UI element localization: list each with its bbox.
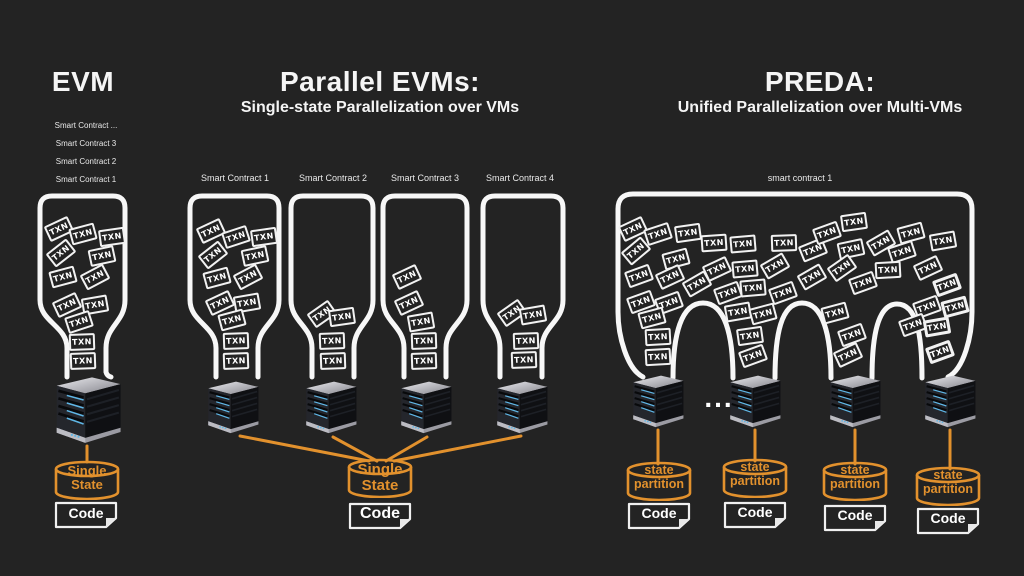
parallel-funnel-4	[480, 193, 566, 380]
connector-lines	[85, 428, 952, 471]
txn-box: TXN	[644, 327, 672, 347]
txn-box: TXN	[673, 222, 703, 244]
preda-arch-2	[772, 300, 834, 381]
code-label: Code	[68, 505, 104, 521]
server-icon	[305, 380, 358, 435]
txn-box: TXN	[770, 234, 798, 252]
state-partition-label: state partition	[923, 468, 973, 496]
txn-box: TXN	[510, 351, 538, 369]
txn-box: TXN	[644, 347, 672, 367]
preda-container	[615, 191, 975, 380]
txn-box: TXN	[700, 233, 728, 253]
txn-box: TXN	[410, 332, 438, 350]
txn-box: TXN	[731, 259, 759, 279]
code-label: Code	[360, 505, 400, 522]
state-partition-label: state partition	[730, 460, 780, 488]
txn-box: TXN	[222, 352, 250, 370]
parallel-subtitle: Single-state Parallelization over VMs	[240, 99, 520, 116]
code-label: Code	[641, 505, 677, 521]
txn-box: TXN	[249, 226, 279, 248]
parallel-funnel-1	[187, 193, 282, 380]
txn-box: TXN	[739, 278, 767, 298]
code-label: Code	[930, 510, 966, 526]
preda-title: PREDA:	[764, 66, 876, 97]
parallel-title: Parallel EVMs:	[280, 66, 480, 97]
state-partition-label: state partition	[830, 463, 880, 491]
server-icon	[632, 374, 685, 429]
txn-box: TXN	[729, 234, 757, 254]
servers	[55, 374, 977, 445]
code-label: Code	[837, 507, 873, 523]
txn-box: TXN	[839, 211, 869, 233]
state-partition-label: state partition	[634, 463, 684, 491]
txn-box: TXN	[512, 332, 540, 350]
server-icon	[924, 374, 977, 429]
preda-contract-label: smart contract 1	[767, 173, 833, 183]
server-icon	[496, 380, 549, 435]
single-state-label: Single State	[67, 463, 107, 493]
txn-box: TXN	[319, 352, 347, 370]
code-label: Code	[737, 504, 773, 520]
parallel-contract-label: Smart Contract 3	[390, 173, 460, 183]
txn-box: TXN	[69, 352, 97, 370]
evm-contract-item: Smart Contract 2	[55, 157, 117, 166]
single-state-label: Single State	[357, 461, 403, 495]
parallel-contract-label: Smart Contract 2	[298, 173, 368, 183]
txn-box: TXN	[97, 226, 127, 248]
txn-box: TXN	[318, 332, 346, 350]
txn-box: TXN	[410, 352, 438, 370]
txn-box: TXN	[327, 306, 357, 328]
preda-arch-3	[869, 301, 925, 381]
server-icon	[400, 380, 453, 435]
servers-ellipsis: ...	[704, 382, 734, 413]
evm-contract-item: Smart Contract 1	[55, 175, 117, 184]
preda-subtitle: Unified Parallelization over Multi-VMs	[677, 99, 963, 116]
parallel-funnel-3	[380, 193, 470, 380]
parallel-funnel-2	[288, 193, 376, 380]
evm-contract-item: Smart Contract 3	[55, 139, 117, 148]
server-icon	[55, 376, 122, 445]
parallel-contract-label: Smart Contract 1	[200, 173, 270, 183]
server-icon	[729, 374, 782, 429]
preda-arch-1	[670, 300, 736, 381]
parallel-contract-label: Smart Contract 4	[485, 173, 555, 183]
evm-title: EVM	[51, 66, 115, 97]
server-icon	[829, 374, 882, 429]
txn-box: TXN	[68, 333, 96, 351]
server-icon	[207, 380, 260, 435]
evm-funnel	[37, 193, 128, 380]
txn-box: TXN	[222, 332, 250, 350]
txn-box: TXN	[874, 260, 902, 280]
evm-contract-item: Smart Contract ...	[54, 121, 118, 130]
